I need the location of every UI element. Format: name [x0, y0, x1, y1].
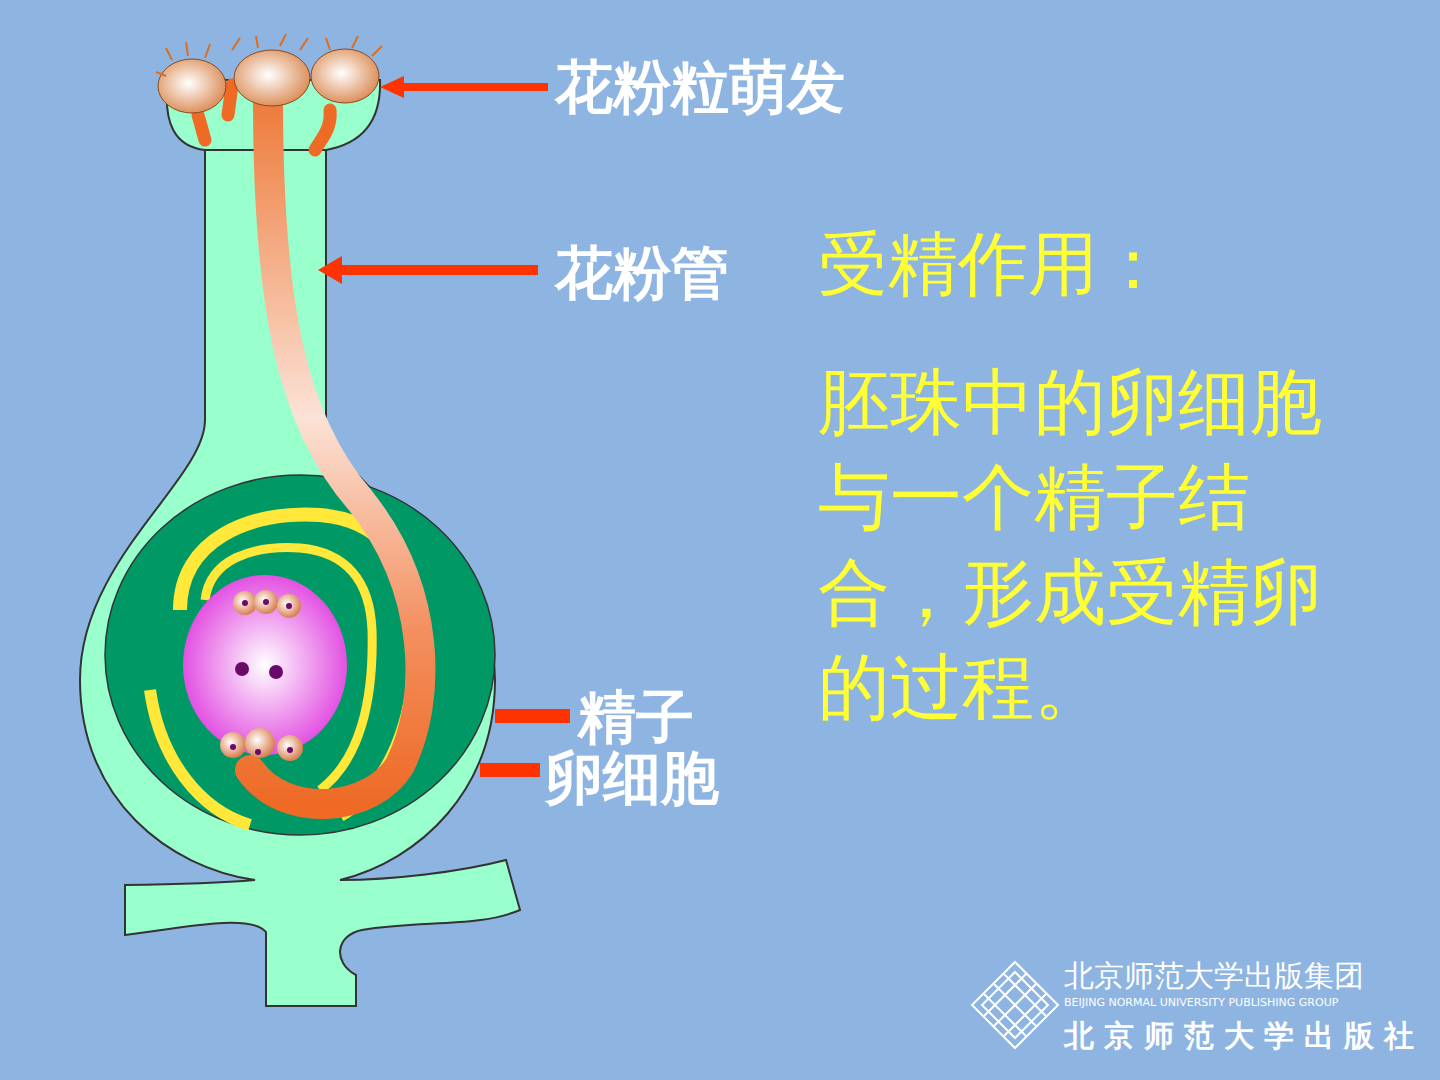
- pollen-grains: [158, 49, 379, 113]
- leader-arrows: [318, 76, 570, 777]
- polar-nucleus: [235, 662, 249, 676]
- ovule: [105, 475, 495, 835]
- part-label: 花粉管: [555, 238, 729, 308]
- definition-text: 胚珠中的卵细胞与一个精子结合，形成受精卵的过程。: [818, 355, 1378, 735]
- publisher-logo: [972, 962, 1058, 1048]
- publisher-press: 北京师范大学出版社: [1064, 1016, 1424, 1056]
- polar-nucleus: [269, 665, 283, 679]
- embryo-sac: [183, 575, 347, 755]
- pollen-tube: [250, 100, 420, 804]
- egg-apparatus: [220, 728, 303, 761]
- part-label: 精子: [578, 684, 694, 750]
- part-label: 花粉粒萌发: [555, 52, 845, 122]
- part-label: 卵细胞: [545, 745, 719, 811]
- publisher-name: 北京师范大学出版集团: [1064, 958, 1364, 994]
- publisher-name-en: BEIJING NORMAL UNIVERSITY PUBLISHING GRO…: [1064, 996, 1338, 1010]
- slide-title: 受精作用：: [818, 222, 1418, 306]
- antipodal-cells: [233, 590, 301, 618]
- pollen-hairs: [156, 34, 382, 76]
